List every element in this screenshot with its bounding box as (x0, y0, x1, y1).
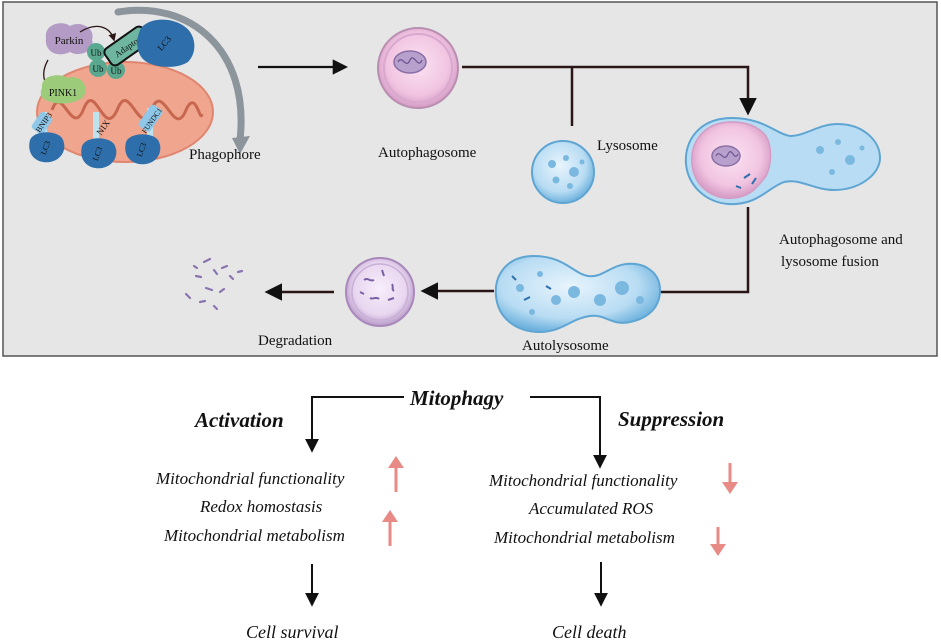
arrow-to-autolysosome (640, 207, 750, 301)
activation-item-1: Mitochondrial functionality (155, 469, 345, 488)
activation-item-3: Mitochondrial metabolism (163, 526, 345, 545)
up-arrow-icon (382, 510, 398, 546)
down-arrow-icon (710, 527, 726, 556)
autophagosome-label: Autophagosome (378, 145, 477, 161)
phagophore-membrane-icon (114, 6, 245, 144)
ubiquitin-icon (87, 43, 105, 61)
cell-death-label: Cell death (552, 622, 627, 642)
lc3-protein-icon (29, 132, 65, 163)
arrow-to-fusion (462, 65, 757, 116)
pink1-protein-icon (40, 75, 86, 104)
activation-item-2: Redox homostasis (199, 497, 323, 516)
ubiquitin-icon (107, 61, 125, 79)
autolysosome-label: Autolysosome (522, 338, 609, 354)
suppression-item-1: Mitochondrial functionality (488, 471, 678, 490)
autophagosome-icon (377, 27, 459, 109)
ubiquitin-icon (89, 59, 107, 77)
ub-label: Ub (111, 66, 122, 76)
fusion-vesicle-icon (684, 116, 882, 206)
suppression-item-3: Mitochondrial metabolism (493, 528, 675, 547)
lysosome-icon (531, 140, 595, 204)
lc3-protein-icon (81, 138, 117, 169)
ub-label: Ub (93, 64, 104, 74)
autolysosome-icon (494, 254, 662, 334)
mitophagy-title: Mitophagy (409, 386, 504, 410)
activation-heading: Activation (193, 408, 284, 432)
down-arrow-icon (722, 463, 738, 494)
lc3-protein-icon (137, 19, 195, 67)
mitochondrion-illustration: Parkin PINK1 Ub Ub Ub Adaptor LC3 BNIP3 … (29, 6, 250, 169)
pink1-label: PINK1 (49, 88, 77, 99)
cell-survival-label: Cell survival (246, 622, 339, 642)
lc3-protein-icon (125, 134, 161, 165)
fusion-label-line1: Autophagosome and (779, 232, 903, 248)
ub-label: Ub (91, 48, 102, 58)
lysosome-label: Lysosome (597, 138, 658, 154)
suppression-item-2: Accumulated ROS (528, 499, 654, 518)
debris-fragments-icon (184, 257, 244, 311)
fusion-label-line2: lysosome fusion (781, 254, 879, 270)
phagophore-label: Phagophore (189, 147, 261, 163)
degradation-vesicle-icon (345, 257, 415, 327)
arrow-to-activation (305, 396, 404, 453)
arrow-to-suppression (530, 396, 607, 469)
degradation-label: Degradation (258, 333, 333, 349)
up-arrow-icon (388, 456, 404, 492)
parkin-label: Parkin (55, 35, 84, 47)
suppression-heading: Suppression (618, 407, 724, 431)
